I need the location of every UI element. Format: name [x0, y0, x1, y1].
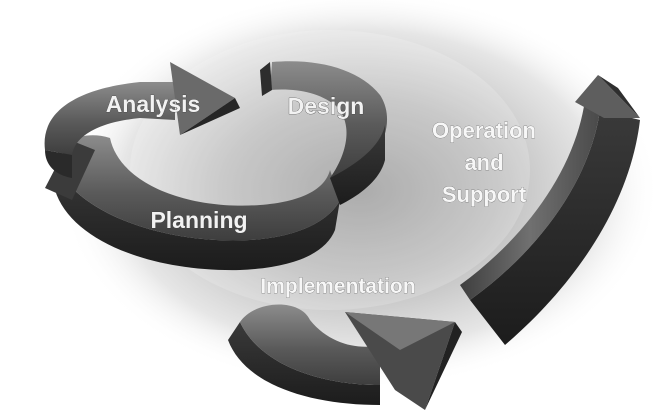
analysis-label: Analysis [106, 91, 201, 117]
implementation-arrow [228, 304, 462, 410]
design-arrow [260, 61, 388, 205]
operation-label-line2: and [464, 150, 503, 175]
implementation-label: Implementation [260, 275, 415, 298]
operation-label-line3: Support [442, 182, 527, 207]
design-label: Design [288, 93, 365, 119]
operation-label-line1: Operation [432, 118, 536, 143]
planning-label: Planning [150, 207, 247, 233]
operation-arrow [460, 75, 640, 345]
analysis-arrow [44, 62, 240, 178]
